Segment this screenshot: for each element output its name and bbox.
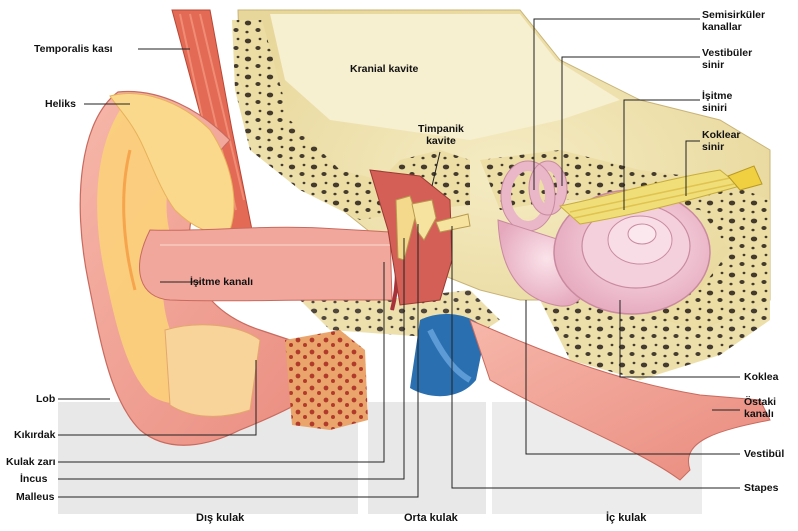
label-timpanik-line2: kavite [418,135,464,147]
label-isitme-siniri-line1: İşitme [702,90,732,102]
label-kranial: Kranial kavite [350,63,418,75]
label-semisirkuler-line1: Semisirküler [702,9,765,21]
label-isitme-kanali: İşitme kanalı [190,276,253,288]
label-isitme-siniri: İşitme siniri [702,90,732,114]
label-koklear-sinir: Koklear sinir [702,129,741,153]
label-temporalis: Temporalis kası [34,43,113,55]
label-isitme-siniri-line2: siniri [702,102,732,114]
section-orta-kulak: Orta kulak [404,512,458,524]
label-heliks: Heliks [45,98,76,110]
label-semisirkuler: Semisirküler kanallar [702,9,765,33]
lower-tissue [165,325,260,417]
label-vestibuler: Vestibüler sinir [702,47,752,71]
label-koklea: Koklea [744,371,778,383]
label-koklear-line1: Koklear [702,129,741,141]
label-incus: İncus [20,473,47,485]
label-ostaki-line1: Östaki [744,396,776,408]
label-stapes: Stapes [744,482,778,494]
label-timpanik: Timpanik kavite [418,123,464,147]
label-ostaki: Östaki kanalı [744,396,776,420]
label-vestibuler-line1: Vestibüler [702,47,752,59]
label-kulak-zari: Kulak zarı [6,456,56,468]
label-kikirdak: Kıkırdak [14,429,55,441]
label-semisirkuler-line2: kanallar [702,21,765,33]
label-lob: Lob [36,393,55,405]
section-dis-kulak: Dış kulak [196,512,244,524]
label-koklear-line2: sinir [702,141,741,153]
section-ic-kulak: İç kulak [606,512,646,524]
mastoid-spongy [285,330,368,430]
label-vestibul: Vestibül [744,448,784,460]
label-vestibuler-line2: sinir [702,59,752,71]
label-ostaki-line2: kanalı [744,408,776,420]
label-timpanik-line1: Timpanik [418,123,464,135]
ear-canal [140,227,392,301]
label-malleus: Malleus [16,491,55,503]
